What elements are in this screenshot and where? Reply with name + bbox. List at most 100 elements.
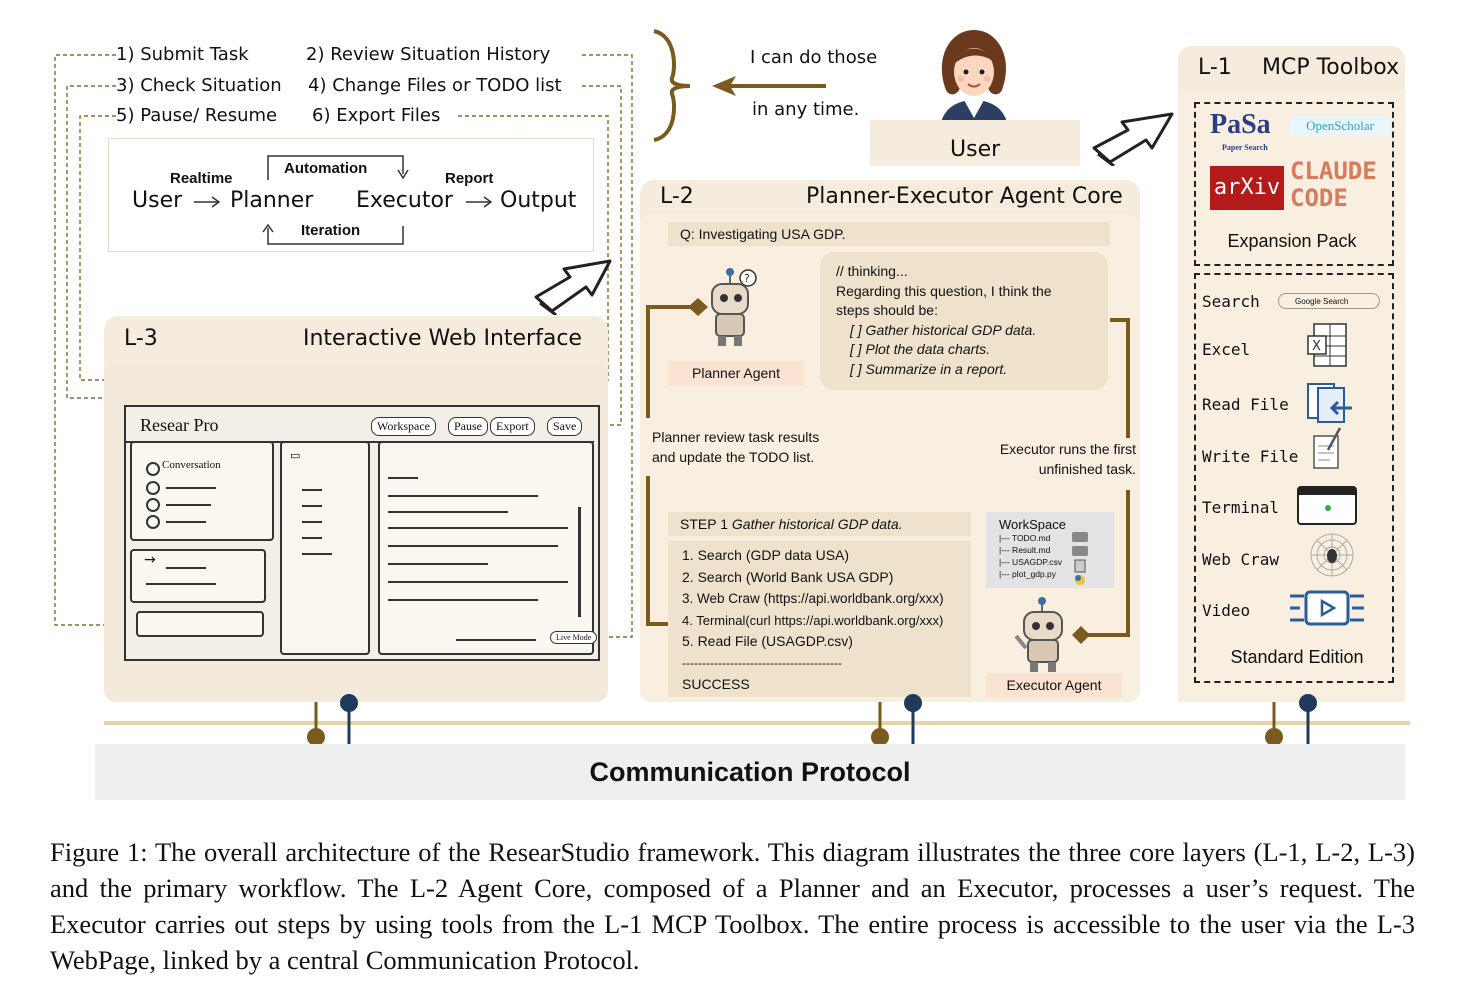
workspace-file-1: |--- TODO.md [999,533,1051,543]
action-pause-resume: 5) Pause/ Resume [116,105,278,126]
workspace-file-4: |--- plot_gdp.py [999,569,1057,579]
mock-main-line-3 [388,511,508,513]
claude-code-logo: CLAUDE CODE [1290,157,1377,212]
mock-history-line-1 [166,567,206,569]
mock-main-scrollbar[interactable] [578,507,581,617]
planner-note: Planner review task results and update t… [652,428,819,467]
user-label: User [950,137,1001,162]
mock-progress-slider[interactable] [456,639,536,641]
mock-main-line-8 [388,599,538,601]
executor-agent-label: Executor Agent [986,673,1122,698]
read-file-icon [1307,383,1352,423]
arxiv-logo: arXiv [1210,166,1284,210]
mock-history-box [130,549,266,603]
mock-task-input[interactable] [136,611,264,637]
left-arrow-icon [712,76,826,96]
mock-conv-dot-3 [146,498,160,512]
tool-write-file: Write File [1202,447,1299,466]
l2-question: Q: Investigating USA GDP. [668,222,1110,246]
expansion-pack-label: Expansion Pack [1227,231,1357,251]
mock-main-line-2 [388,495,538,497]
pointer-arrow-to-l3-icon [534,259,612,315]
mock-tree-line-2 [302,505,322,507]
planner-robot-icon: ? [711,268,757,346]
mock-workspace-button[interactable]: Workspace [371,417,437,436]
write-file-icon [1313,427,1342,469]
flow-automation-label: Automation [284,160,368,177]
step-item-3: 3. Web Craw (https://api.worldbank.org/x… [682,591,944,606]
step-prefix: STEP 1 [680,516,728,532]
executor-note-line-2: unfinished task. [1038,460,1136,477]
thinking-todo-1: [ ] Gather historical GDP data. [850,321,1037,338]
mock-tree-line-4 [302,537,322,539]
step-task: Gather historical GDP data. [731,516,903,532]
step-item-4: 4. Terminal(curl https://api.worldbank.o… [682,612,944,628]
executor-robot-icon [1014,597,1063,672]
l3-id: L-3 [124,326,158,351]
mock-main-line-1 [388,477,418,479]
pasa-subtitle: Paper Search [1222,143,1268,152]
l2-id: L-2 [660,184,694,209]
l1-id: L-1 [1198,55,1232,80]
mock-tree-folder-icon: ▭ [290,449,301,462]
step-result: SUCCESS [682,676,750,692]
mock-save-button[interactable]: Save [547,417,583,436]
figure-caption: Figure 1: The overall architecture of th… [50,837,1415,975]
tool-terminal: Terminal [1202,498,1280,517]
mock-history-arrow-icon: → [144,552,156,568]
openscholar-logo: OpenScholar [1290,116,1390,136]
executor-note: Executor runs the first unfinished task. [952,440,1136,479]
mock-main-line-4 [388,527,568,529]
web-interface-mockup: Resear Pro Workspace Pause Export Save C… [124,405,600,661]
workflow-arrows [194,155,493,245]
planner-agent-label: Planner Agent [668,361,804,386]
mock-main-line-6 [388,563,488,565]
planner-note-line-2: and update the TODO list. [652,448,815,465]
user-avatar-icon [940,30,1008,128]
mock-live-mode-button[interactable]: Live Mode [550,631,598,644]
flow-output: Output [500,188,577,213]
flow-planner: Planner [230,188,314,213]
excel-icon: X [1307,323,1347,367]
planner-executor-loop [646,298,1130,644]
protocol-bus-line [104,721,1410,725]
video-icon [1290,590,1364,626]
action-export-files: 6) Export Files [312,105,441,126]
mock-main-line-7 [388,581,568,583]
l1-title: MCP Toolbox [1262,55,1400,80]
planner-note-line-1: Planner review task results [652,429,820,445]
mock-conv-dot-1 [146,462,160,476]
workspace-panel: WorkSpace |--- TODO.md |--- Result.md |-… [986,512,1114,588]
svg-text:?: ? [744,272,750,285]
flow-realtime-label: Realtime [170,170,233,187]
mock-export-button[interactable]: Export [490,417,535,436]
user-label-box [870,120,1080,166]
standard-edition-label: Standard Edition [1230,647,1364,667]
step-list: 1. Search (GDP data USA) 2. Search (Worl… [668,541,971,697]
flow-user: User [132,188,183,213]
step-item-1: 1. Search (GDP data USA) [682,547,850,563]
l2-title: Planner-Executor Agent Core [806,184,1123,209]
user-note-line1: I can do those [750,47,878,68]
step-item-2: 2. Search (World Bank USA GDP) [682,568,894,585]
pasa-logo: PaSa [1210,109,1271,140]
mock-conv-line-2 [166,487,216,489]
protocol-connectors [307,694,1317,746]
tool-web-craw: Web Craw [1202,550,1280,569]
mock-conversation-label: Conversation [162,459,221,471]
thinking-todo-2: [ ] Plot the data charts. [850,341,991,357]
mock-app-title: Resear Pro [140,415,219,435]
planner-thinking-bubble: // thinking... Regarding this question, … [820,252,1108,390]
workspace-file-2: |--- Result.md [999,545,1051,555]
tool-read-file: Read File [1202,395,1289,414]
expansion-pack-box [1194,102,1394,266]
pointer-arrow-to-l1-icon [1092,112,1174,166]
workspace-title: WorkSpace [999,517,1066,532]
communication-protocol-label: Communication Protocol [95,744,1405,800]
mock-pause-button[interactable]: Pause [448,417,488,436]
action-submit-task: 1) Submit Task [116,44,249,65]
workspace-file-3: |--- USAGDP.csv [999,557,1062,567]
flow-executor: Executor [356,188,453,213]
terminal-icon [1297,486,1357,525]
workspace-file-icons [1072,532,1088,585]
